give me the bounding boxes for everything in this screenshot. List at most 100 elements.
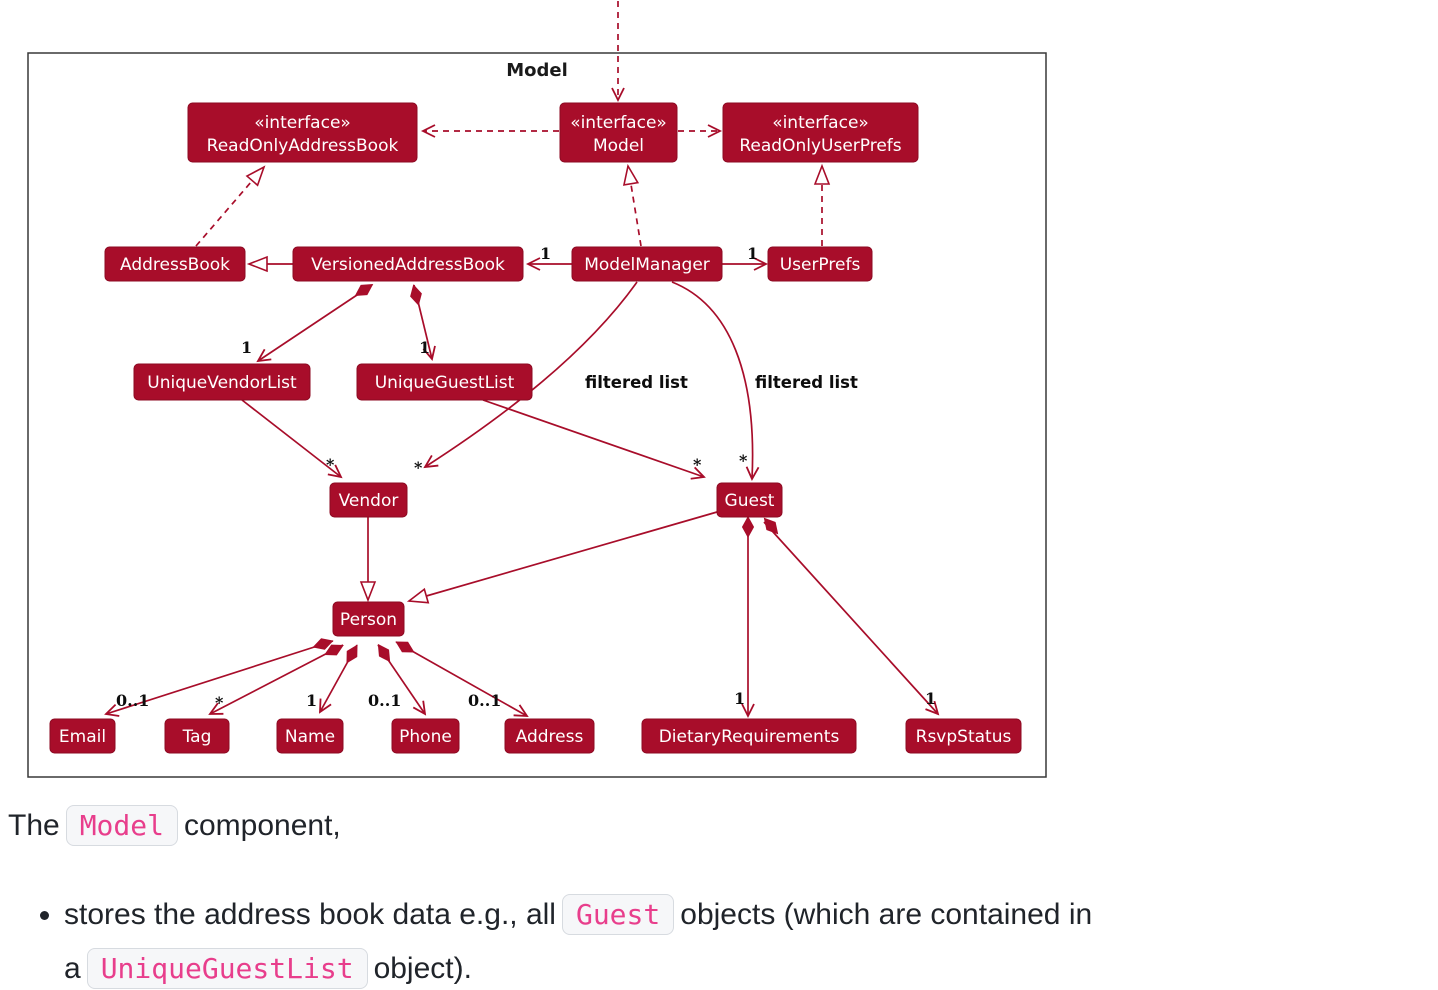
class-tag-box [164, 718, 230, 754]
class-model-manager-name: ModelManager [584, 255, 710, 275]
class-readonly-address-book: «interface» ReadOnlyAddressBook [187, 102, 418, 163]
class-readonly-address-book-box [187, 102, 418, 163]
multiplicity-person-email: 0..1 [116, 691, 149, 710]
class-model-manager: ModelManager [571, 246, 723, 282]
class-readonly-user-prefs-name: ReadOnlyUserPrefs [739, 136, 901, 156]
model-frame-border [27, 52, 1047, 778]
frame-title: Model [506, 60, 568, 81]
diamond-person-email [312, 638, 334, 650]
multiplicity-person-tag: * [215, 693, 224, 712]
class-address: Address [504, 718, 595, 754]
multiplicity-mm-userprefs: 1 [747, 244, 758, 263]
class-versioned-address-book: VersionedAddressBook [292, 246, 524, 282]
class-address-book: AddressBook [104, 246, 246, 282]
class-guest: Guest [716, 482, 783, 518]
multiplicity-mm-vendor: * [414, 458, 423, 477]
class-person-name: Person [340, 610, 397, 630]
class-person: Person [332, 601, 405, 637]
multiplicity-person-address: 0..1 [468, 691, 501, 710]
edge-guest-to-rsvpstatus [763, 521, 940, 716]
class-address-book-box [104, 246, 246, 282]
multiplicity-mm-vab: 1 [540, 244, 551, 263]
diamond-vab-uniquevendorlist [354, 283, 374, 297]
class-guest-name: Guest [725, 491, 775, 511]
class-unique-vendor-list: UniqueVendorList [133, 363, 311, 401]
edge-modelmanager-filteredlist-vendor [423, 281, 638, 469]
class-vendor-box [329, 482, 408, 518]
edge-person-to-email [104, 640, 334, 717]
class-dietary-requirements-box [641, 718, 857, 754]
class-unique-guest-list: UniqueGuestList [356, 363, 533, 401]
class-versioned-address-book-box [292, 246, 524, 282]
class-guest-box [716, 482, 783, 518]
diamond-person-phone [377, 643, 391, 663]
class-model-interface-box [559, 102, 678, 163]
class-versioned-address-book-name: VersionedAddressBook [311, 255, 505, 275]
class-email: Email [49, 718, 116, 754]
bullet-list: stores the address book data e.g., allGu… [8, 888, 1438, 990]
diamond-guest-rsvpstatus [763, 517, 779, 535]
multiplicity-vab-uniqueguestlist: 1 [419, 338, 430, 357]
class-tag: Tag [164, 718, 230, 754]
inline-code-guest: Guest [561, 894, 675, 935]
multiplicity-mm-guest: * [739, 451, 748, 470]
edge-uniquevendorlist-to-vendor [241, 399, 343, 479]
intro-text-after: component, [184, 809, 341, 842]
edge-guest-extends-person [406, 511, 718, 604]
class-readonly-address-book-name: ReadOnlyAddressBook [207, 136, 399, 156]
class-model-manager-box [571, 246, 723, 282]
class-person-box [332, 601, 405, 637]
edge-versionedaddressbook-to-uniquevendorlist [256, 284, 373, 363]
multiplicity-person-phone: 0..1 [368, 691, 401, 710]
bullet-text-3: object). [373, 952, 472, 985]
class-vendor: Vendor [329, 482, 408, 518]
class-model-interface: «interface» Model [559, 102, 678, 163]
class-address-name: Address [516, 727, 584, 747]
uml-diagram-svg: Model 1 1 1 1 filtered list filtered lis… [27, 1, 1047, 778]
class-user-prefs: UserPrefs [767, 246, 873, 282]
class-readonly-user-prefs-box [722, 102, 919, 163]
class-dietary-requirements: DietaryRequirements [641, 718, 857, 754]
class-name-box [276, 718, 344, 754]
class-unique-vendor-list-name: UniqueVendorList [147, 373, 297, 393]
inline-code-model: Model [65, 805, 178, 846]
model-class-diagram: Model 1 1 1 1 filtered list filtered lis… [27, 1, 1047, 778]
class-readonly-address-book-stereotype: «interface» [254, 113, 351, 133]
class-unique-guest-list-name: UniqueGuestList [375, 373, 515, 393]
class-vendor-name: Vendor [339, 491, 399, 511]
edge-person-to-address [395, 641, 529, 717]
bullet-item-stores-data: stores the address book data e.g., allGu… [64, 888, 1394, 990]
class-address-book-name: AddressBook [120, 255, 230, 275]
class-readonly-user-prefs-stereotype: «interface» [772, 113, 869, 133]
class-tag-name: Tag [182, 727, 212, 747]
class-dietary-requirements-name: DietaryRequirements [659, 727, 840, 747]
bullet-text-2: objects (which are contained in a [64, 898, 1093, 985]
class-email-name: Email [59, 727, 106, 747]
bullet-text-1: stores the address book data e.g., all [64, 898, 556, 931]
diamond-guest-dietaryrequirements [741, 515, 755, 539]
edge-modelmanager-implements-model [622, 163, 642, 247]
multiplicity-guest-dietary: 1 [734, 689, 745, 708]
class-email-box [49, 718, 116, 754]
class-rsvp-status-box [905, 718, 1022, 754]
class-model-interface-name: Model [593, 136, 644, 156]
diamond-person-tag [324, 644, 344, 656]
diamond-person-name [346, 644, 358, 664]
class-rsvp-status: RsvpStatus [905, 718, 1022, 754]
class-name-name: Name [285, 727, 335, 747]
multiplicity-guest-rsvp: 1 [925, 689, 936, 708]
multiplicity-uvl-vendor: * [326, 455, 335, 474]
diamond-vab-uniqueguestlist [410, 284, 422, 306]
class-phone: Phone [391, 718, 460, 754]
edge-uniqueguestlist-to-guest [482, 399, 706, 480]
intro-text-before: The [8, 809, 60, 842]
class-user-prefs-box [767, 246, 873, 282]
diamond-person-address [395, 641, 415, 653]
class-address-box [504, 718, 595, 754]
edge-person-to-tag [208, 644, 344, 715]
class-name: Name [276, 718, 344, 754]
class-readonly-user-prefs: «interface» ReadOnlyUserPrefs [722, 102, 919, 163]
class-phone-box [391, 718, 460, 754]
